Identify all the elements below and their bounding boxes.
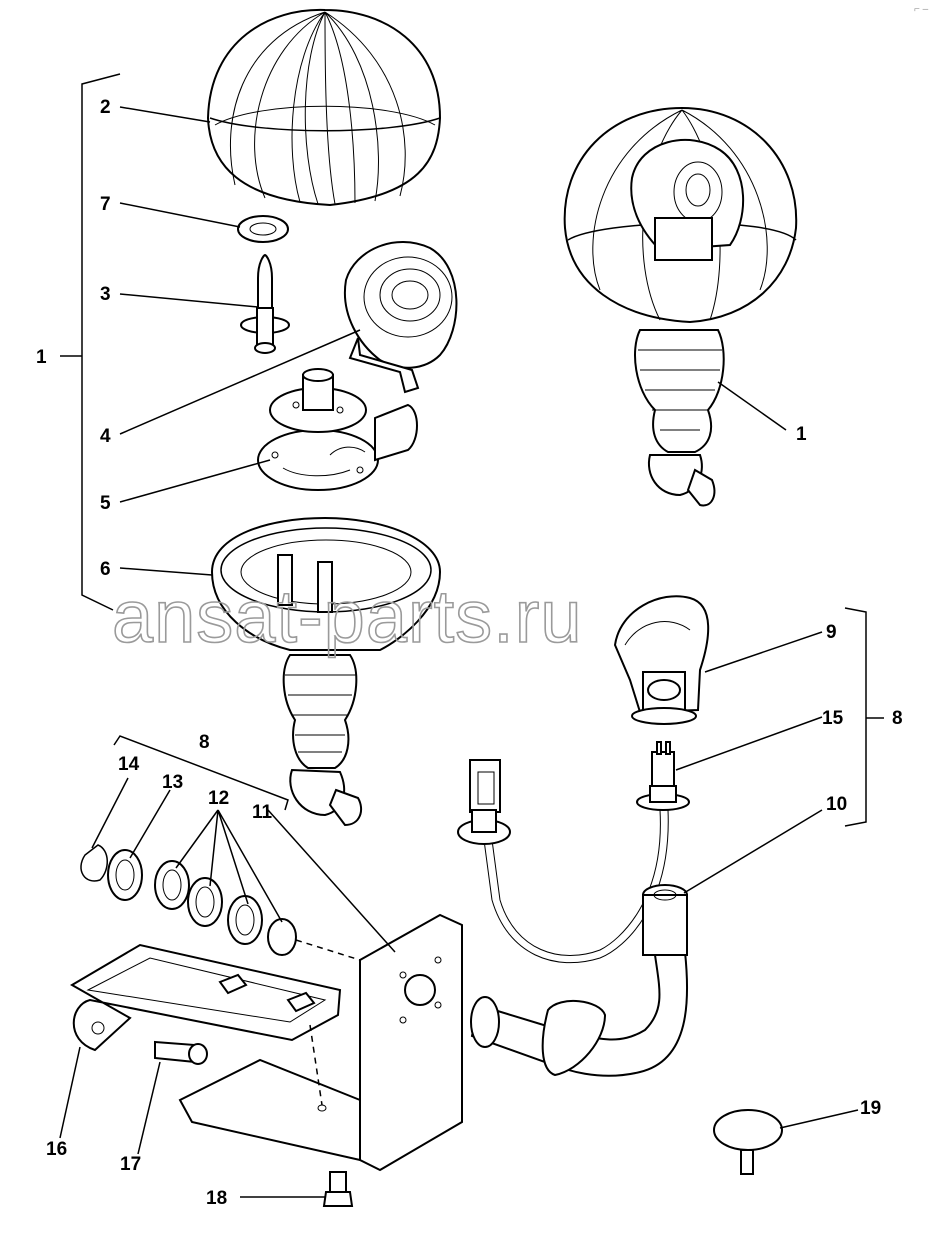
part-brackets (70, 913, 463, 1172)
callout-8-right: 8 (892, 708, 903, 729)
part-rotor (613, 595, 710, 725)
part-reflector (343, 241, 458, 394)
callout-2: 2 (100, 97, 111, 118)
corner-mark: ⌐ – (914, 4, 929, 15)
callout-13: 13 (162, 772, 183, 793)
callout-labels: 1 1 2 3 4 5 6 7 8 8 9 10 11 12 13 14 15 … (36, 97, 903, 1209)
callout-11: 11 (252, 802, 273, 823)
callout-4: 4 (100, 426, 111, 447)
part-plug (713, 1109, 783, 1175)
part-bent-tube (470, 884, 689, 1077)
callout-10: 10 (826, 794, 847, 815)
part-motor-base (257, 368, 418, 491)
part-bolts (154, 1040, 354, 1207)
callout-1-right: 1 (796, 424, 807, 445)
leader-lines (59, 106, 859, 1198)
callout-17: 17 (120, 1154, 141, 1175)
part-dome-lens (206, 8, 442, 207)
callout-7: 7 (100, 194, 111, 215)
part-lamp-holder (457, 741, 690, 964)
callout-12: 12 (208, 788, 229, 809)
callout-3: 3 (100, 284, 111, 305)
callout-5: 5 (100, 493, 111, 514)
callout-18: 18 (206, 1188, 227, 1209)
part-base-housing (210, 516, 442, 827)
part-nut (237, 215, 289, 243)
callout-15: 15 (822, 708, 844, 729)
part-washers (80, 844, 361, 961)
callout-14: 14 (118, 754, 140, 775)
group-bracket-1 (60, 73, 121, 611)
group-bracket-8 (113, 607, 884, 827)
callout-19: 19 (860, 1098, 881, 1119)
callout-6: 6 (100, 559, 111, 580)
callout-9: 9 (826, 622, 837, 643)
part-assembled-beacon (563, 106, 798, 507)
callout-1-left: 1 (36, 347, 47, 368)
part-bulb (240, 253, 290, 354)
callout-8-left: 8 (199, 732, 210, 753)
callout-16: 16 (46, 1139, 67, 1160)
watermark-text: ansat-parts.ru (112, 575, 583, 658)
